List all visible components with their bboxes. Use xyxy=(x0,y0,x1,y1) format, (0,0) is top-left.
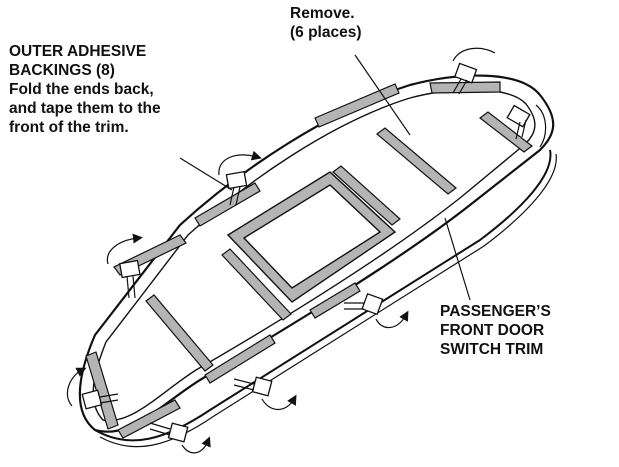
backing-tab xyxy=(225,170,248,190)
remove-label-line-2: (6 places) xyxy=(290,24,362,41)
rotate-arrow-icon xyxy=(106,233,143,265)
rotate-arrow-icon xyxy=(261,394,297,411)
rotate-arrow-icon xyxy=(375,310,409,329)
backing-tab-group xyxy=(149,422,211,454)
backing-tab-group xyxy=(506,104,547,148)
backing-tab xyxy=(118,259,141,279)
backing-tab xyxy=(251,376,273,397)
inner-adhesive-strip xyxy=(145,294,214,372)
outer-adhesive-strip xyxy=(204,334,276,384)
backings-label-line-3: Fold the ends back, xyxy=(9,81,154,98)
trim-leader-line xyxy=(444,217,471,301)
rotate-arrow-icon xyxy=(218,150,262,176)
outer-adhesive-strip xyxy=(117,399,181,439)
trim-label-line-3: SWITCH TRIM xyxy=(440,341,544,358)
outer-adhesive-strip xyxy=(194,182,261,227)
trim-bottom-edge xyxy=(94,149,552,442)
rotate-arrow-icon xyxy=(67,367,87,407)
trim-label-line-1: PASSENGER’S xyxy=(440,303,551,320)
tab-tape-strip xyxy=(149,422,171,436)
trim-inner-lip xyxy=(92,88,536,422)
outer-adhesive-strip xyxy=(429,81,501,94)
outer-adhesive-backings-callout: OUTER ADHESIVE BACKINGS (8) Fold the end… xyxy=(9,42,161,137)
tab-tape-strip xyxy=(126,275,136,299)
remove-callout: Remove. (6 places) xyxy=(290,4,362,42)
backings-label-line-1: OUTER ADHESIVE xyxy=(9,43,147,60)
backing-tab-group xyxy=(452,47,496,95)
switch-trim-callout: PASSENGER’S FRONT DOOR SWITCH TRIM xyxy=(440,302,551,359)
tab-tape-strip xyxy=(99,393,119,404)
inner-adhesive-strip xyxy=(332,165,401,226)
backing-tab-group xyxy=(233,376,297,411)
rotate-arrow-icon xyxy=(452,47,496,62)
backing-tab xyxy=(453,62,478,84)
backing-tab-group xyxy=(344,292,409,329)
trim-label-line-2: FRONT DOOR xyxy=(440,322,545,339)
tab-tape-strip xyxy=(344,302,364,310)
remove-leader-line xyxy=(354,54,411,136)
backing-tab-group xyxy=(106,233,143,299)
door-switch-trim-panel xyxy=(78,74,557,448)
trim-bottom-edge-inner xyxy=(99,153,557,448)
inner-adhesive-strips xyxy=(85,111,533,430)
backing-tab xyxy=(167,422,189,443)
backings-label-line-2: BACKINGS (8) xyxy=(9,62,115,79)
tab-tape-strip xyxy=(229,186,241,206)
inner-adhesive-strip xyxy=(376,127,457,195)
rotate-arrow-icon xyxy=(535,104,547,148)
outer-adhesive-strip xyxy=(309,282,361,319)
backings-leader-line xyxy=(179,157,233,191)
inner-adhesive-strip xyxy=(479,111,533,153)
backing-tab xyxy=(81,389,103,410)
backing-tab xyxy=(361,292,384,316)
backings-label-line-5: front of the trim. xyxy=(9,119,129,136)
inner-adhesive-strip xyxy=(221,248,292,321)
switch-window-opening xyxy=(242,184,382,289)
outer-adhesive-strip xyxy=(314,83,400,128)
backing-tab-group xyxy=(218,150,262,206)
backing-tab-group xyxy=(67,367,119,410)
remove-label-line-1: Remove. xyxy=(290,5,355,22)
tab-tape-strip xyxy=(233,378,255,391)
tab-tape-strip xyxy=(452,78,468,95)
rotate-arrow-icon xyxy=(181,436,211,454)
tab-tape-strip xyxy=(515,119,527,140)
backings-label-line-4: and tape them to the xyxy=(9,100,161,117)
